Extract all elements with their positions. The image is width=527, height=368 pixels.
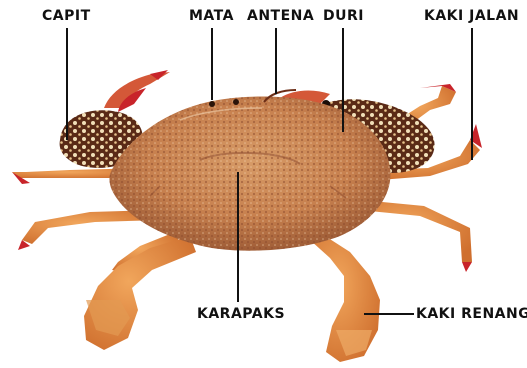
swimming-leg-right <box>310 234 380 362</box>
walking-leg-right-2 <box>360 200 472 272</box>
label-antena: ANTENA <box>247 8 314 24</box>
label-duri: DURI <box>323 8 364 24</box>
leader-kaki-jalan <box>471 28 473 160</box>
label-mata: MATA <box>189 8 234 24</box>
leader-mata <box>211 28 213 100</box>
carapace-shape <box>109 97 390 251</box>
label-kaki-jalan: KAKI JALAN <box>424 8 519 24</box>
leader-antena <box>275 28 277 94</box>
label-karapaks: KARAPAKS <box>197 306 285 322</box>
label-kaki-renang: KAKI RENANG <box>416 306 527 322</box>
leader-duri <box>342 28 344 132</box>
leader-karapaks <box>237 172 239 302</box>
leader-kaki-renang <box>364 313 414 315</box>
label-capit: CAPIT <box>42 8 91 24</box>
leader-capit <box>66 28 68 140</box>
